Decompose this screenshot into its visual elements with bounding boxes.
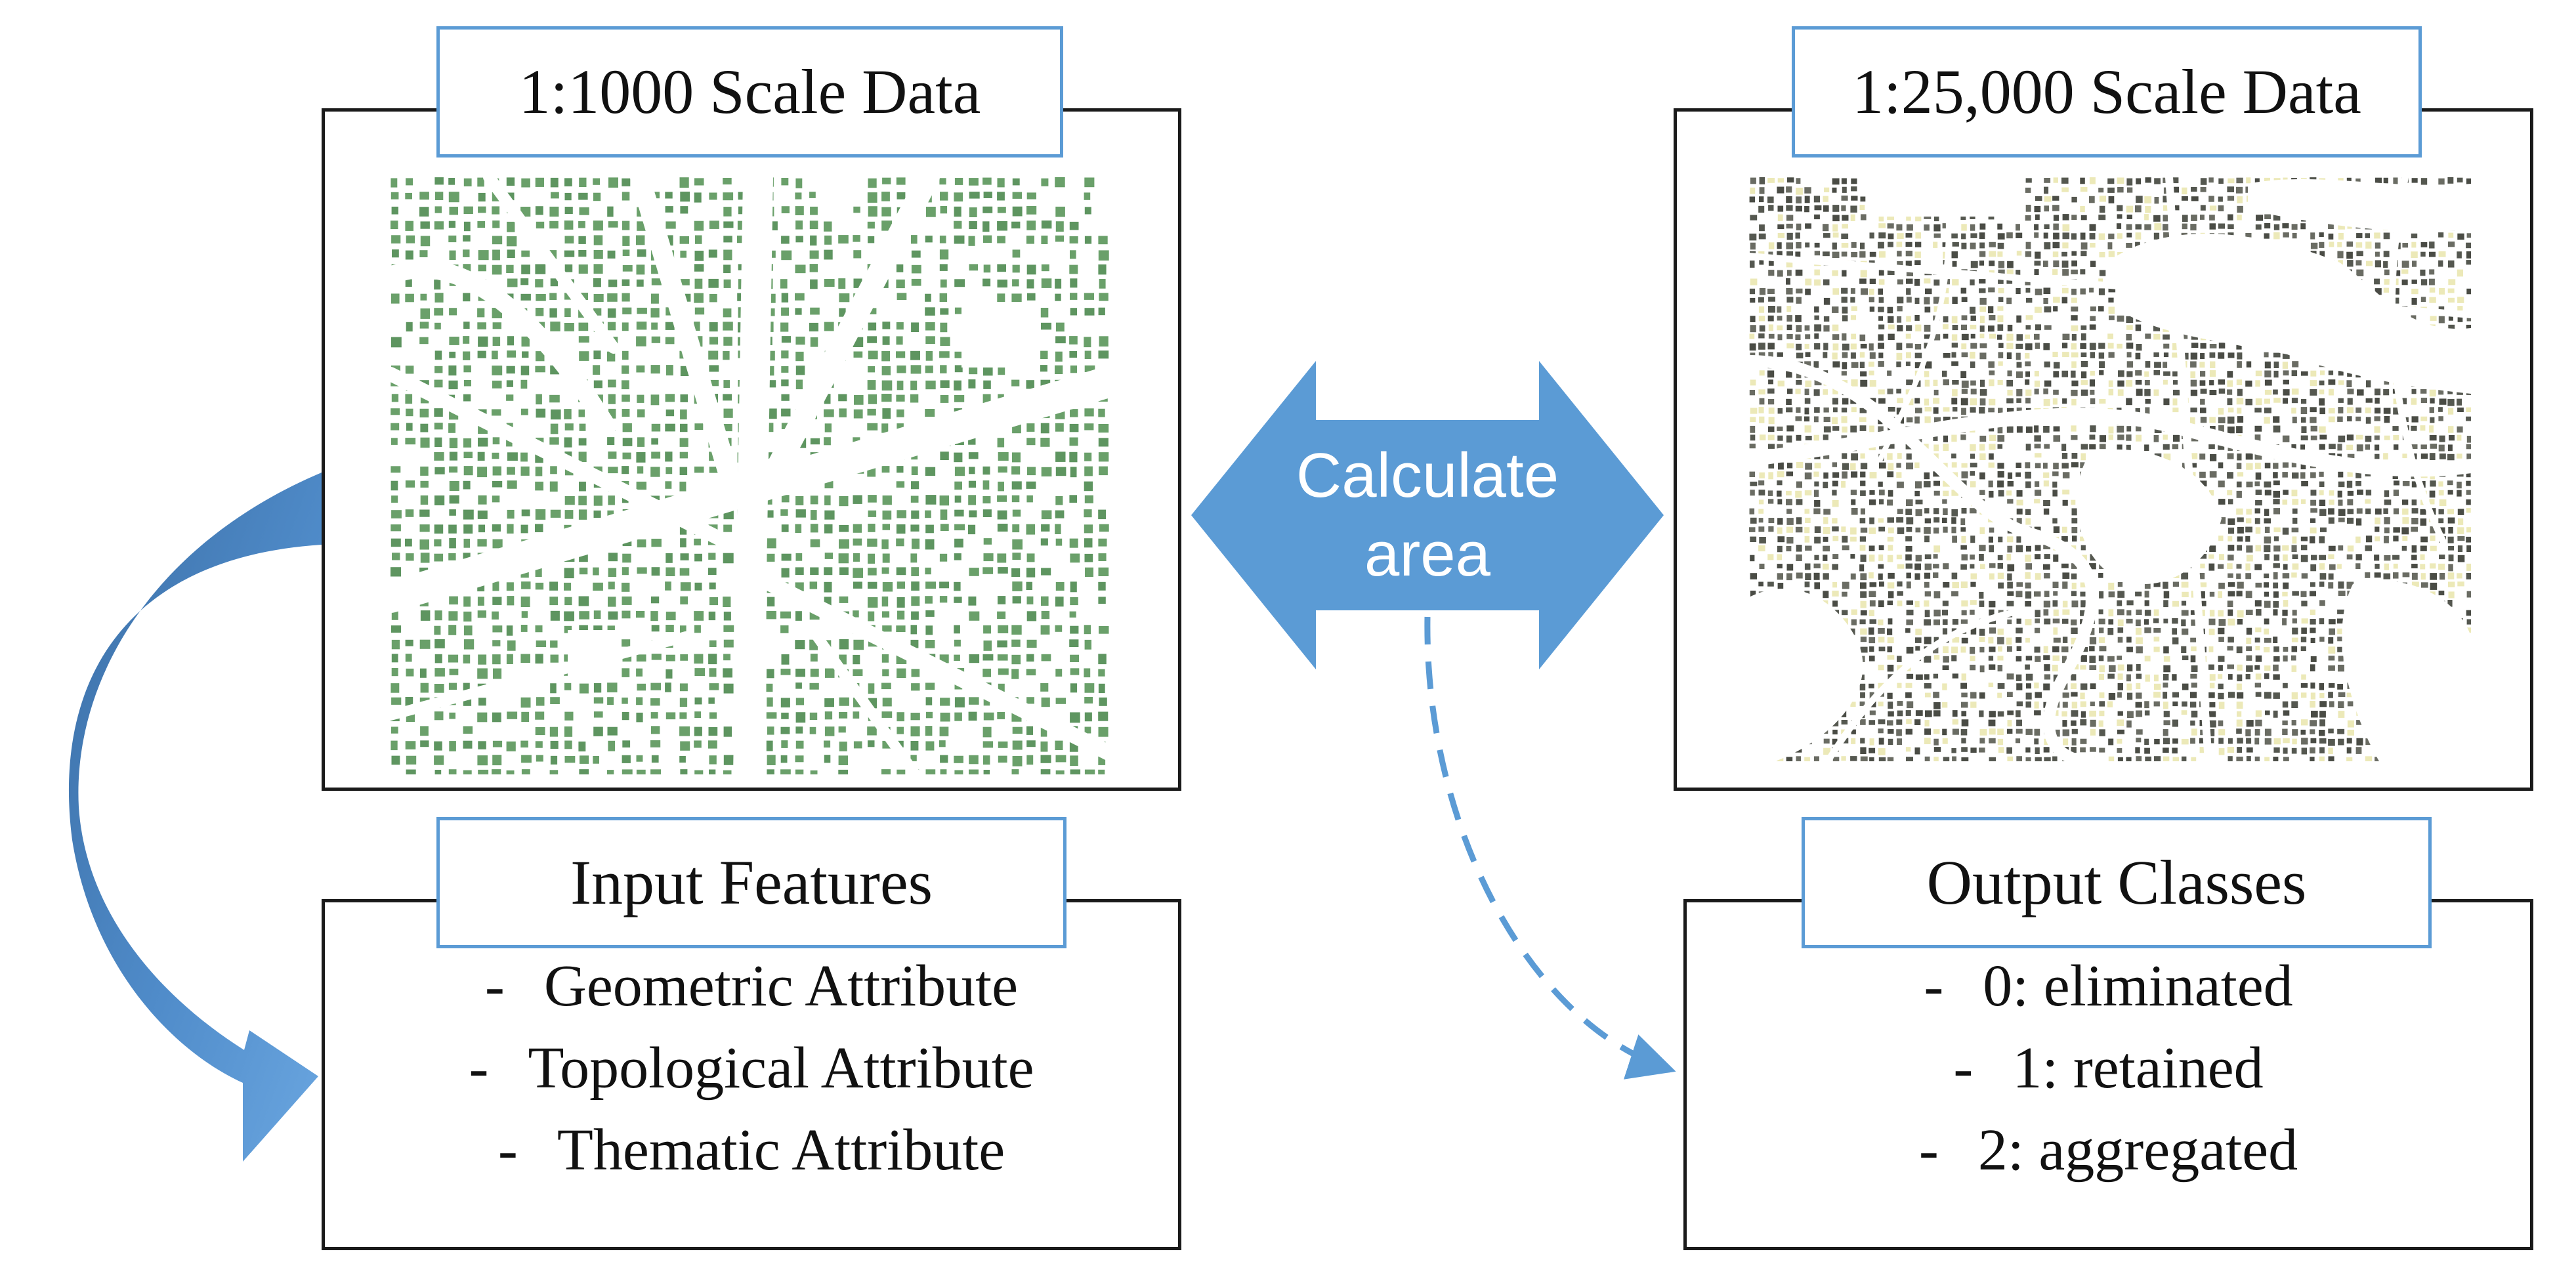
- calculate-area-label: Calculate area: [1296, 440, 1559, 589]
- output-classes-panel: -0: eliminated -1: retained -2: aggregat…: [1683, 899, 2533, 1250]
- output-classes-title: Output Classes: [1802, 817, 2432, 948]
- curved-arrow-icon: [68, 473, 322, 1162]
- target-map-title: 1:25,000 Scale Data: [1792, 26, 2422, 158]
- output-class-item: -1: retained: [1953, 1036, 2264, 1101]
- input-feature-item: -Topological Attribute: [469, 1036, 1034, 1101]
- output-class-item: -2: aggregated: [1918, 1118, 2298, 1183]
- target-map-image: [1749, 177, 2471, 761]
- input-features-title: Input Features: [436, 817, 1066, 948]
- dashed-arrow-icon: [1424, 616, 1676, 1080]
- output-class-item: -0: eliminated: [1924, 954, 2293, 1019]
- source-map-panel: [322, 108, 1181, 791]
- output-classes-list: -0: eliminated -1: retained -2: aggregat…: [1687, 945, 2530, 1191]
- source-map-title: 1:1000 Scale Data: [436, 26, 1063, 158]
- target-map-panel: [1674, 108, 2533, 791]
- double-arrow-icon: [1191, 361, 1664, 669]
- input-feature-item: -Geometric Attribute: [484, 954, 1019, 1019]
- input-feature-item: -Thematic Attribute: [497, 1118, 1005, 1183]
- input-features-list: -Geometric Attribute -Topological Attrib…: [325, 945, 1178, 1191]
- source-map-image: [391, 177, 1112, 774]
